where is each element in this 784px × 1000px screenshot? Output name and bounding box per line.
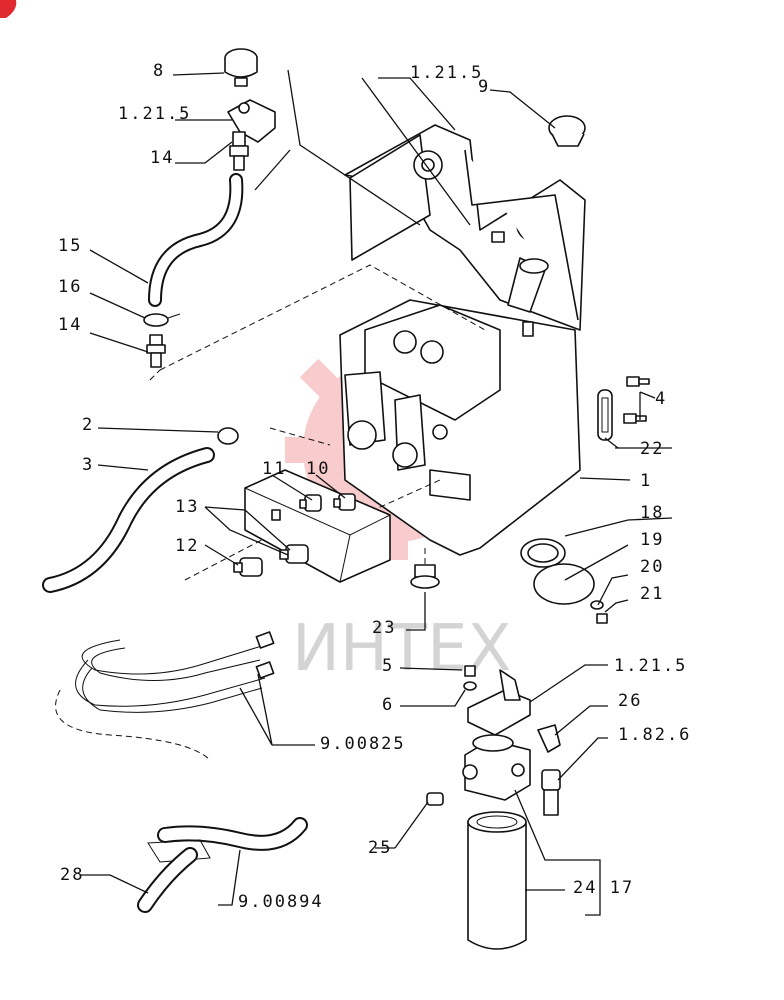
filter-bolt: [463, 665, 477, 691]
label-22: 22: [640, 439, 664, 459]
valve-block: [244, 469, 391, 583]
filter-head: [462, 734, 531, 801]
label-9-00825: 9.00825: [320, 734, 406, 754]
label-21: 21: [640, 584, 664, 604]
label-1-82-6: 1.82.6: [618, 725, 691, 745]
drain-plug: [410, 564, 440, 589]
label-23: 23: [372, 618, 396, 638]
label-1: 1: [640, 471, 652, 491]
label-3: 3: [82, 455, 94, 475]
bolts: [623, 376, 650, 424]
washer: [590, 600, 604, 610]
label-18: 18: [640, 503, 664, 523]
hydraulic-tank: [339, 257, 581, 556]
sight-gauge: [597, 389, 613, 441]
breather-cap: [224, 48, 258, 87]
filter-cartridge: [467, 811, 527, 950]
seal-ring: [520, 538, 566, 568]
brand-logo-icon: [0, 0, 17, 18]
elbow-fitting: [537, 724, 561, 753]
watermark-text: ИНТЕХ: [292, 612, 511, 686]
leader-lines: [80, 69, 673, 916]
label-12: 12: [175, 536, 199, 556]
label-1-21-5-right: 1.21.5: [614, 656, 687, 676]
label-14-lower: 14: [58, 315, 82, 335]
label-19: 19: [640, 530, 664, 550]
label-6: 6: [382, 695, 394, 715]
label-13: 13: [175, 497, 199, 517]
label-1-21-5-top: 1.21.5: [410, 63, 483, 83]
label-11: 11: [262, 459, 286, 479]
return-hose: [137, 817, 308, 913]
label-24-17: 24 17: [573, 878, 634, 898]
hose-clamp: [143, 313, 181, 327]
label-8: 8: [153, 61, 165, 81]
frame-bracket: [344, 124, 586, 331]
label-2: 2: [82, 415, 94, 435]
fitting-12: [233, 557, 263, 577]
label-16: 16: [58, 277, 82, 297]
filler-cap: [548, 115, 586, 147]
label-9: 9: [478, 77, 490, 97]
suction-hose: [42, 447, 215, 593]
fitting-10: [333, 493, 356, 511]
screw: [596, 613, 608, 624]
sensor-switch: [541, 769, 561, 816]
label-1-21-5-left: 1.21.5: [118, 104, 191, 124]
pressure-lines: [55, 631, 275, 761]
label-15: 15: [58, 236, 82, 256]
label-10: 10: [306, 459, 330, 479]
label-25: 25: [368, 838, 392, 858]
label-14-top: 14: [150, 148, 174, 168]
label-28: 28: [60, 865, 84, 885]
label-5: 5: [382, 656, 394, 676]
label-4: 4: [655, 389, 667, 409]
breather-hose: [148, 173, 244, 307]
fitting-25: [426, 792, 444, 806]
hose-fitting-top: [229, 131, 249, 171]
hose-clamp-2: [217, 427, 239, 445]
fitting-11: [299, 494, 322, 512]
label-20: 20: [640, 557, 664, 577]
filter-bracket: [467, 669, 531, 736]
label-9-00894: 9.00894: [238, 892, 324, 912]
label-26: 26: [618, 691, 642, 711]
hose-fitting-lower: [146, 334, 166, 368]
cover-plate: [533, 563, 595, 605]
